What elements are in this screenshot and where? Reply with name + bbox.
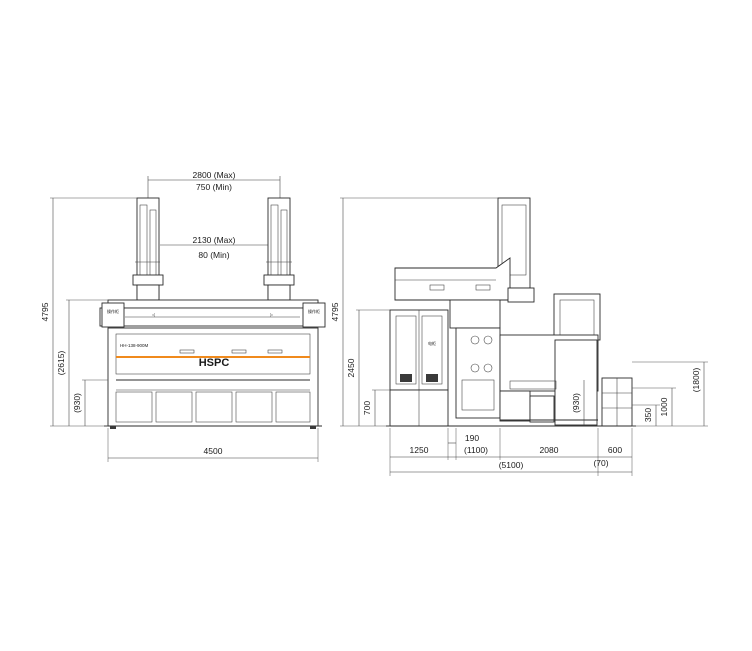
side-inner-height: (930) <box>571 393 581 413</box>
dim-190: 190 <box>465 433 479 443</box>
side-cabinet-height: 2450 <box>346 358 356 377</box>
control-panel-right: 操作柜 <box>302 302 326 328</box>
side-total-height: 4795 <box>330 302 340 321</box>
dim-inner-span: 2130 (Max) 80 (Min) <box>160 235 268 260</box>
aux-cabinet <box>601 377 633 427</box>
front-width-dim: 4500 <box>107 428 319 462</box>
main-frame <box>107 327 319 427</box>
svg-text:◁: ◁ <box>151 312 155 317</box>
aux-height: 350 <box>643 408 653 422</box>
side-vertical-dims: 4795 2450 700 (930) <box>330 197 585 427</box>
electric-cabinet: 电柜 <box>389 309 449 427</box>
top-beam <box>107 299 319 309</box>
dim-inner-span-min: 80 (Min) <box>198 250 229 260</box>
side-gantry <box>449 299 501 329</box>
model-text: HH-138-900M <box>120 343 149 348</box>
dim-1100: (1100) <box>464 445 488 455</box>
front-vertical-dims: 4795 (2615) (930) <box>40 197 137 427</box>
cabinet-label: 电柜 <box>428 340 436 346</box>
aux-height-2: 1000 <box>659 397 669 416</box>
lower-bay <box>115 391 311 423</box>
panel-label-left: 操作柜 <box>107 308 119 314</box>
side-top-head <box>394 197 535 303</box>
dim-600: 600 <box>608 445 622 455</box>
dim-2080: 2080 <box>540 445 559 455</box>
front-width: 4500 <box>204 446 223 456</box>
front-total-height: 4795 <box>40 302 50 321</box>
dim-1250: 1250 <box>410 445 429 455</box>
dim-top-span: 2800 (Max) 750 (Min) <box>147 170 281 200</box>
side-horizontal-dims: 1250 190 (1100) 2080 600 (70) (5100) <box>389 428 633 476</box>
right-column <box>263 197 295 301</box>
front-view: 2800 (Max) 750 (Min) 2130 (Max) 80 (Min) <box>40 170 326 462</box>
control-panel-left: 操作柜 <box>101 302 125 328</box>
brand-logo: HSPC <box>199 357 230 369</box>
side-view: 电柜 4795 <box>330 197 708 476</box>
front-base-height: (930) <box>72 393 82 413</box>
aux-total-height: (1800) <box>691 368 701 393</box>
left-column <box>132 197 164 301</box>
side-right-dims: 350 1000 (1800) <box>632 361 708 427</box>
dim-70: (70) <box>593 458 608 468</box>
dim-overall: (5100) <box>499 460 524 470</box>
dim-top-span-min: 750 (Min) <box>196 182 232 192</box>
side-base-height: 700 <box>362 401 372 415</box>
svg-text:▷: ▷ <box>270 312 274 317</box>
front-frame-height: (2615) <box>56 351 66 376</box>
side-right-frame <box>499 293 601 426</box>
dim-inner-span-max: 2130 (Max) <box>193 235 236 245</box>
dim-top-span-max: 2800 (Max) <box>193 170 236 180</box>
panel-label-right: 操作柜 <box>308 308 320 314</box>
